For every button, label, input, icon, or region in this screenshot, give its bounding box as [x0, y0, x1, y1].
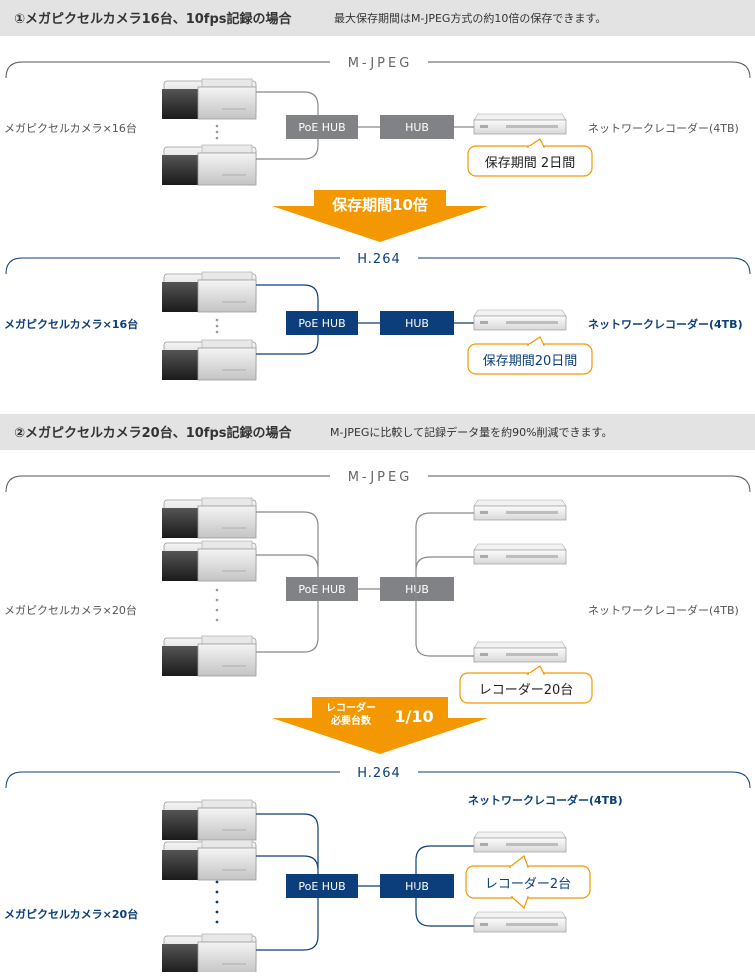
poe-hub-box-3: [286, 577, 358, 601]
hub-box-4: [380, 874, 454, 898]
svg-text:M-JPEG: M-JPEG: [348, 470, 413, 485]
hub-box-3: [380, 577, 454, 601]
h264-label: H.264: [357, 252, 401, 267]
hub-box-1: [380, 115, 454, 139]
recorder-count-callout-1: レコーダー20台: [459, 665, 593, 704]
svg-text:保存期間20日間: 保存期間20日間: [483, 354, 578, 369]
poe-hub-box-1: [286, 115, 358, 139]
camera-label-1: メガピクセルカメラ×16台: [4, 121, 137, 135]
recorder-label-2: ネットワークレコーダー(4TB): [588, 317, 743, 331]
poe-hub-label: PoE HUB: [298, 121, 345, 134]
svg-text:PoE HUB: PoE HUB: [298, 880, 345, 893]
svg-text:HUB: HUB: [405, 583, 429, 596]
ellipsis-dots: [215, 318, 219, 334]
svg-text:PoE HUB: PoE HUB: [298, 583, 345, 596]
recorder-icon: [473, 499, 567, 521]
section1-title: ①メガピクセルカメラ16台、10fps記録の場合: [14, 11, 292, 27]
camera-icon: [161, 635, 257, 677]
ellipsis-dots: [215, 124, 219, 140]
camera-label-3: メガピクセルカメラ×20台: [4, 603, 137, 617]
camera-group-3: [161, 497, 257, 677]
hub-label: HUB: [405, 121, 429, 134]
camera-icon: [161, 271, 257, 313]
retention-callout-2: 保存期間20日間: [467, 336, 593, 375]
svg-text:1/10: 1/10: [394, 707, 433, 726]
recorder-icon: [473, 113, 567, 135]
recorder-icon: [473, 543, 567, 565]
camera-icon: [161, 540, 257, 582]
ellipsis-dots: [215, 588, 219, 622]
svg-text:HUB: HUB: [405, 880, 429, 893]
camera-icon: [161, 144, 257, 186]
camera-group-1: [161, 78, 257, 186]
mjpeg-label: M-JPEG: [348, 56, 413, 71]
ellipsis-dots: [215, 880, 219, 924]
svg-text:レコーダー2台: レコーダー2台: [485, 877, 571, 892]
recorder-icon: [473, 911, 567, 933]
recorder-label-1: ネットワークレコーダー(4TB): [588, 121, 739, 135]
camera-label-4: メガピクセルカメラ×20台: [4, 907, 138, 921]
camera-group-4: [161, 799, 257, 975]
retention-callout-1: 保存期間 2日間: [467, 138, 593, 177]
camera-icon: [161, 339, 257, 381]
recorder-icon: [473, 641, 567, 663]
section2-note: M-JPEGに比較して記録データ量を約90%削減できます。: [330, 425, 612, 439]
mjpeg-bar-1: M-JPEG: [5, 56, 751, 79]
section2-header: [0, 414, 755, 450]
camera-icon: [161, 839, 257, 881]
camera-group-2: [161, 271, 257, 381]
recorder-icon: [473, 831, 567, 853]
svg-text:レコーダー: レコーダー: [326, 701, 376, 714]
hub-label: HUB: [405, 317, 429, 330]
recorder-label-3: ネットワークレコーダー(4TB): [588, 603, 739, 617]
camera-icon: [161, 497, 257, 539]
svg-text:レコーダー20台: レコーダー20台: [479, 683, 574, 698]
recorder-lines-3: [415, 512, 476, 657]
section1-note: 最大保存期間はM-JPEG方式の約10倍の保存できます。: [334, 11, 606, 25]
section1-header: [0, 0, 755, 36]
section2-title: ②メガピクセルカメラ20台、10fps記録の場合: [14, 425, 292, 441]
svg-text:必要台数: 必要台数: [330, 714, 372, 727]
mjpeg-bar-2: M-JPEG: [5, 470, 751, 493]
svg-text:保存期間 2日間: 保存期間 2日間: [485, 156, 575, 171]
arrow-10x: 保存期間10倍: [272, 190, 488, 242]
camera-label-2: メガピクセルカメラ×16台: [4, 317, 138, 331]
h264-bar-1: H.264: [5, 252, 751, 275]
recorder-lines-4: [415, 845, 476, 927]
recorder-label-4: ネットワークレコーダー(4TB): [468, 793, 623, 807]
poe-hub-label: PoE HUB: [298, 317, 345, 330]
poe-hub-box-2: [286, 311, 358, 335]
camera-icon: [161, 78, 257, 120]
recorder-count-callout-2: レコーダー2台: [465, 855, 591, 910]
hub-box-2: [380, 311, 454, 335]
recorder-icon: [473, 309, 567, 331]
svg-text:H.264: H.264: [357, 766, 401, 781]
svg-text:保存期間10倍: 保存期間10倍: [331, 196, 428, 214]
poe-hub-box-4: [286, 874, 358, 898]
arrow-one-tenth: レコーダー 必要台数 1/10: [272, 697, 488, 754]
camera-icon: [161, 799, 257, 841]
h264-bar-2: H.264: [5, 766, 751, 789]
camera-icon: [161, 933, 257, 975]
